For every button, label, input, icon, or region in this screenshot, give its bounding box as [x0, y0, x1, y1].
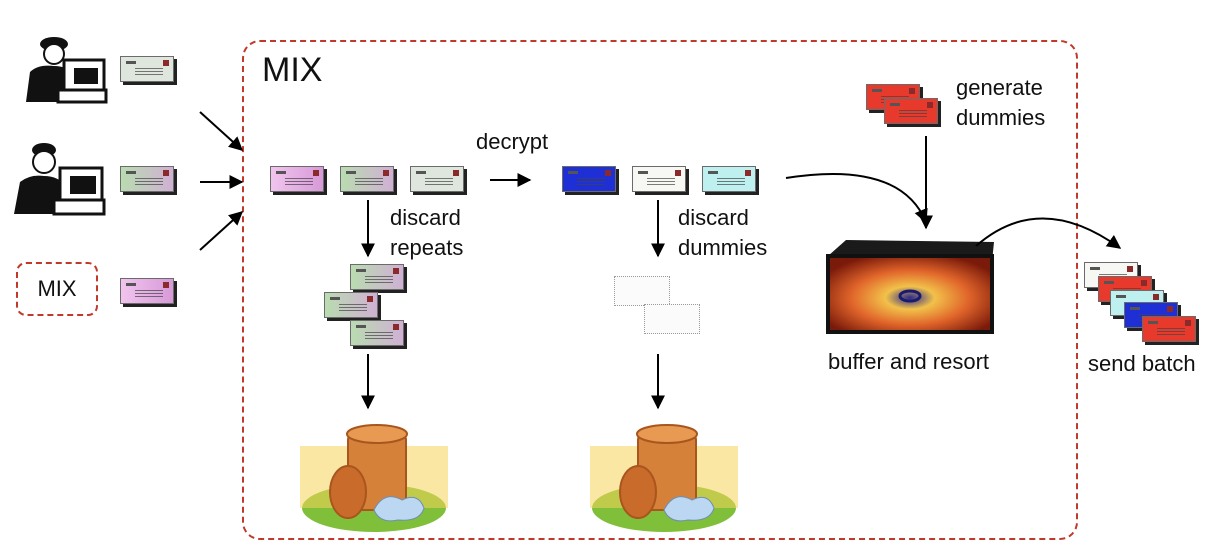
send-batch-label: send batch [1088, 351, 1196, 376]
discard-dummies-label-line2: dummies [678, 235, 768, 260]
envelope-icon [270, 166, 324, 192]
mix-title: MIX [262, 51, 323, 89]
envelope-icon [884, 98, 938, 124]
sender-mix: MIX [16, 262, 98, 316]
envelope-icon [562, 166, 616, 192]
discard-repeats-label-line2: repeats [390, 235, 464, 260]
mix-boundary [242, 40, 1078, 540]
envelope-icon [702, 166, 756, 192]
generate-dummies-label-line2: dummies [956, 105, 1046, 130]
arrow-icon [785, 172, 928, 224]
discarded-dummy-envelope [614, 276, 670, 306]
envelope-icon [340, 166, 394, 192]
discard-dummies-label-line1: discard [678, 205, 749, 230]
buffer-box-icon [826, 240, 994, 334]
discarded-dummy-envelope [644, 304, 700, 334]
generate-dummies-label-line1: generate [956, 75, 1043, 100]
arrow-icon [199, 111, 244, 151]
envelope-icon [120, 56, 174, 82]
envelope-icon [1142, 316, 1196, 342]
buffer-and-resort-label: buffer and resort [828, 349, 990, 374]
arrow-icon [975, 217, 1122, 249]
envelope-icon [632, 166, 686, 192]
envelope-icon [120, 166, 174, 192]
envelope-icon [410, 166, 464, 192]
envelope-icon [350, 320, 404, 346]
envelope-icon [350, 264, 404, 290]
user-at-computer-icon [14, 143, 106, 216]
arrow-icon [199, 211, 244, 251]
envelope-icon [324, 292, 378, 318]
envelope-icon [120, 278, 174, 304]
trash-can-icon [590, 424, 738, 532]
discard-repeats-label-line1: discard [390, 205, 461, 230]
user-at-computer-icon [26, 37, 108, 104]
trash-can-icon [300, 424, 448, 532]
decrypt-label: decrypt [476, 129, 549, 154]
